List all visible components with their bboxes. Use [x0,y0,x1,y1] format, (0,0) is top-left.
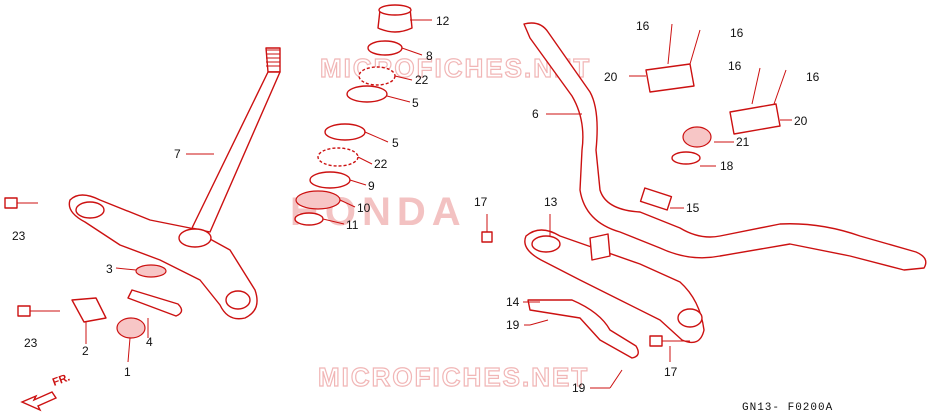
callout-16-d: 16 [806,70,820,84]
bolt-part-17b [649,335,690,347]
callout-16-b: 16 [730,26,744,40]
steering-stem-part [191,47,281,233]
guide-part-4 [127,289,183,317]
callout-16-a: 16 [636,19,650,33]
callout-7: 7 [174,147,181,161]
dust-seal-part-10 [295,190,341,210]
nut-part-3 [135,264,167,278]
callout-18: 18 [720,159,734,173]
steering-stem-nut-part [377,4,413,33]
top-bridge-part-13 [524,229,705,344]
callout-2: 2 [82,344,89,358]
callout-9: 9 [368,179,375,193]
callout-5-lower: 5 [392,136,399,150]
callout-13: 13 [544,195,558,209]
clamp-part-2 [71,297,107,323]
callout-4: 4 [146,335,153,349]
callout-22-lower: 22 [374,157,388,171]
callout-5-upper: 5 [412,96,419,110]
callout-1: 1 [124,365,131,379]
callout-14: 14 [506,295,520,309]
front-direction-label: FR. [51,371,72,388]
front-direction-arrow-icon [20,391,58,412]
watermark-bottom: MICROFICHES.NET [318,362,589,392]
washer-part-18 [671,151,701,165]
cone-race-part-8 [367,40,403,56]
screw-part-19b [609,369,623,389]
callout-17-upper: 17 [474,195,488,209]
callout-23-upper: 23 [12,229,26,243]
callout-8: 8 [426,49,433,63]
steel-ball-part-22b [317,147,359,167]
callout-6: 6 [532,107,539,121]
callout-15: 15 [686,201,700,215]
callout-10: 10 [357,201,371,215]
callout-21: 21 [736,135,750,149]
bracket-part-14 [527,299,639,359]
nut-part-21 [682,126,712,148]
grommet-part-1 [116,317,146,339]
callout-19-upper: 19 [506,318,520,332]
grip-part-15 [639,187,673,211]
callout-22-upper: 22 [415,73,429,87]
ball-race-part-5b [324,123,366,141]
callout-20-upper: 20 [604,70,618,84]
callout-leaders [85,19,792,389]
steel-ball-part-22a [358,66,396,86]
upper-holder-part-20a [645,23,701,93]
callout-3: 3 [106,262,113,276]
bolt-part-23a [4,197,38,209]
bolt-part-17a [481,214,493,243]
callout-12: 12 [436,14,450,28]
callout-17-lower: 17 [664,365,678,379]
washer-part-11 [294,212,324,226]
callout-20-lower: 20 [794,114,808,128]
bolt-part-23b [17,305,60,317]
callout-16-c: 16 [728,59,742,73]
handlebar-part-6 [523,22,927,271]
lower-fork-bridge-part [68,194,258,320]
callout-11: 11 [346,218,359,232]
diagram-code: GN13- F0200A [742,402,833,414]
callout-19-lower: 19 [572,381,586,395]
screw-part-19a [529,319,549,326]
callout-23-lower: 23 [24,336,38,350]
upper-holder-part-20b [729,67,787,135]
cone-race-part-9 [309,171,351,189]
ball-race-part-5a [346,85,388,103]
